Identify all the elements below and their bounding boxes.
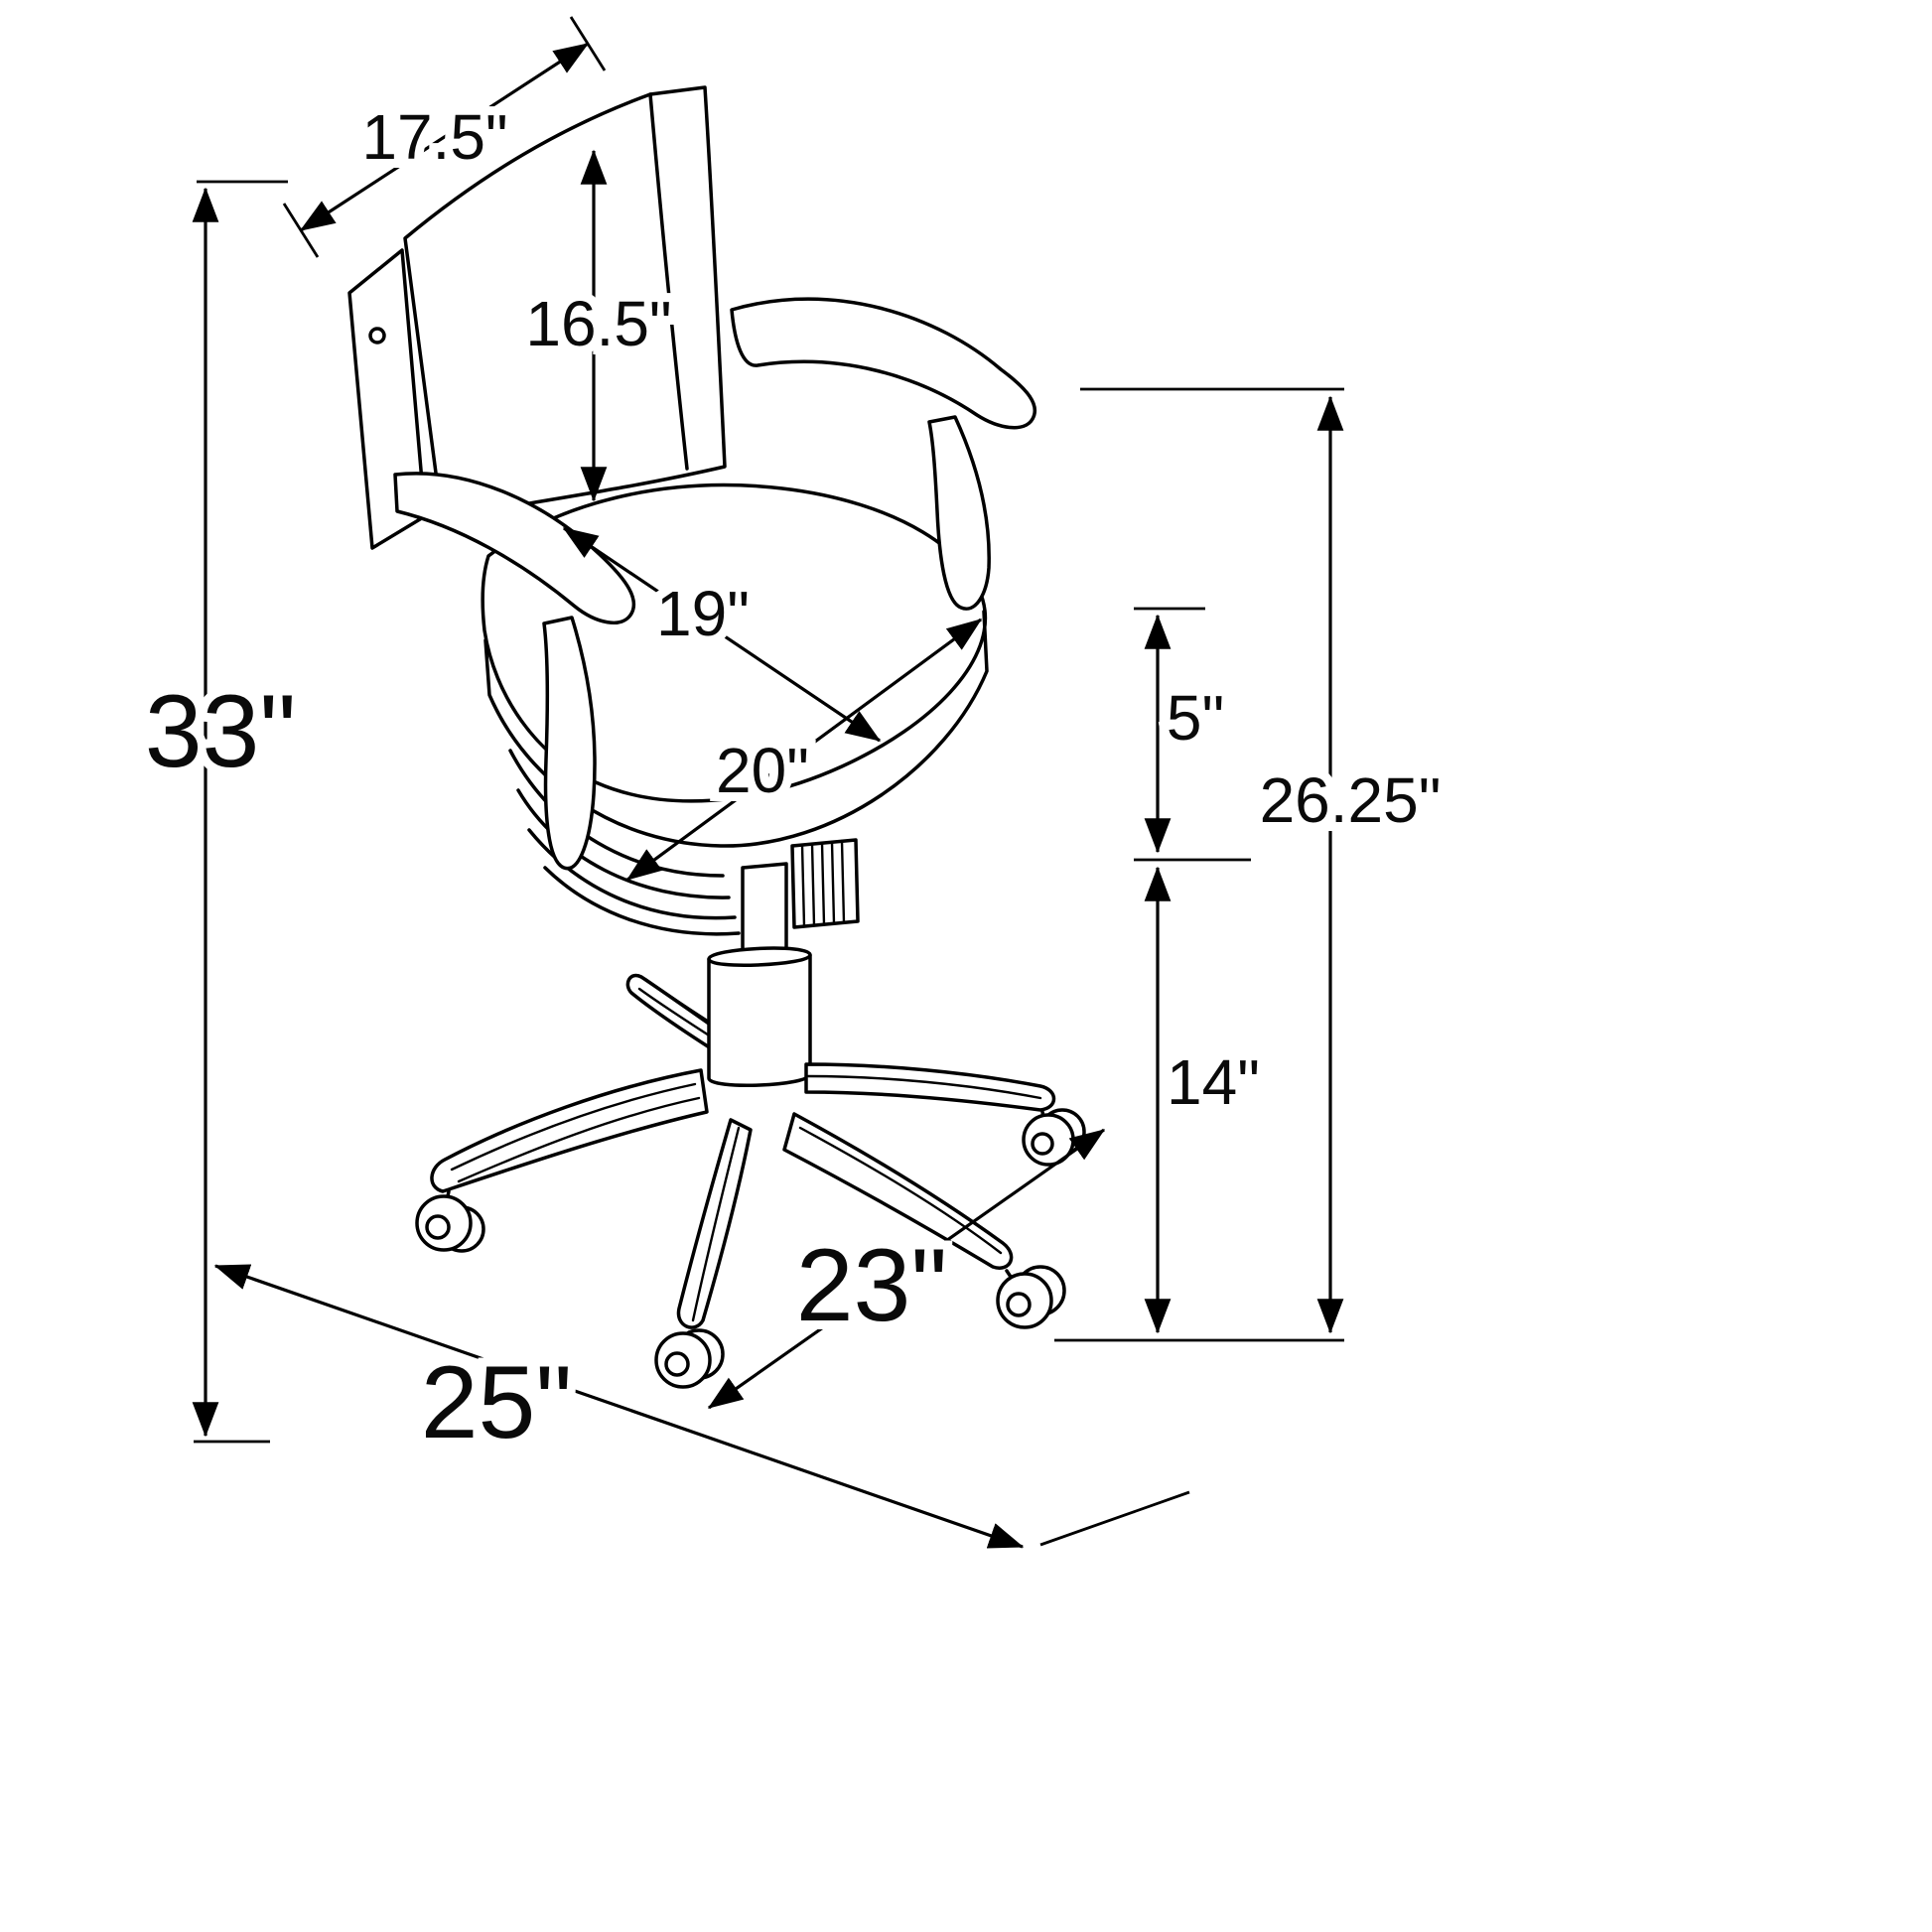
seat-skirt-line: [516, 788, 731, 899]
dim-label-overall-height: 33": [145, 674, 297, 789]
chair-right-arm-support: [927, 415, 991, 611]
stile-screw: [368, 327, 386, 345]
dimension-arrow: [213, 1264, 1025, 1549]
backrest-edge-line: [648, 92, 689, 471]
seat-skirt-line: [527, 828, 737, 920]
left-leg-ridges: [450, 1082, 701, 1183]
dim-seat-width: 20": [625, 618, 983, 882]
dim-base-width: 25": [213, 1264, 1190, 1549]
column-housing-top: [707, 953, 812, 967]
dim-label-back-height: 16.5": [525, 288, 671, 359]
dimension-annotations: 17.5" 16.5" 19" 20" 33" 5": [136, 16, 1449, 1549]
dim-label-arm-height: 26.25": [1260, 764, 1442, 836]
chair-column-housing: [707, 946, 812, 1087]
dimension-arrow: [625, 618, 983, 882]
chair-shaft: [741, 862, 788, 961]
dim-seat-thickness: 5": [1134, 607, 1251, 862]
chair-right-armrest: [730, 297, 1037, 430]
right-leg-ridge: [806, 1074, 1042, 1100]
seat-skirt-line: [543, 866, 741, 936]
dim-overall-height: 33": [136, 180, 305, 1444]
caster-hub: [664, 1351, 690, 1377]
chair-left-leg: [430, 1068, 709, 1193]
dim-label-base-diagonal: 23": [796, 1228, 948, 1343]
caster-left: [415, 1189, 485, 1253]
caster-front: [654, 1328, 725, 1389]
caster-right: [1022, 1108, 1086, 1167]
caster-front-right: [996, 1265, 1066, 1329]
caster-hub: [1006, 1292, 1032, 1317]
dim-label-base-width: 25": [421, 1345, 573, 1460]
dim-label-back-width: 17.5": [361, 101, 507, 173]
caster-hub: [425, 1214, 451, 1240]
chair-right-leg: [804, 1062, 1056, 1112]
dim-back-width: 17.5": [282, 16, 607, 258]
dim-arm-height: 26.25": [1054, 387, 1449, 1342]
adjust-cylinder-ribs: [800, 839, 846, 928]
extension-line: [1039, 1490, 1190, 1547]
dim-label-seat-thickness: 5": [1167, 682, 1224, 754]
dimension-arrow: [299, 42, 590, 232]
dim-label-seat-width: 20": [716, 735, 809, 806]
dim-label-seat-clearance: 14": [1167, 1046, 1260, 1118]
dim-back-height: 16.5": [516, 149, 681, 502]
dim-label-seat-depth: 19": [656, 578, 750, 649]
caster-hub: [1031, 1132, 1054, 1156]
dim-seat-clearance: 14": [1144, 866, 1269, 1334]
